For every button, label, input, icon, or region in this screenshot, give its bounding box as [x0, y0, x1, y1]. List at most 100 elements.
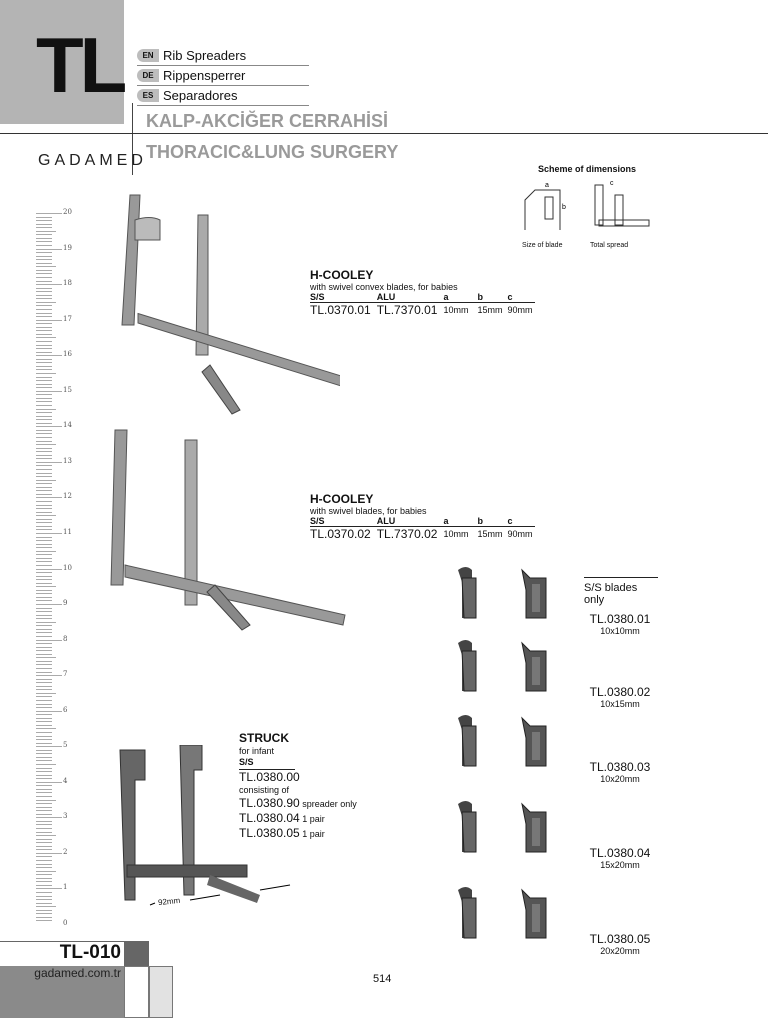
col-header: a [443, 516, 478, 527]
ruler-tick [36, 273, 52, 275]
h-cooley-convex-image [121, 194, 340, 415]
blade-image [458, 801, 547, 853]
lang-name: Rib Spreaders [163, 48, 247, 63]
ruler-label: 3 [63, 812, 68, 821]
total-spread-label: Total spread [590, 242, 629, 249]
ruler-tick [36, 614, 52, 616]
ruler-tick [36, 547, 52, 549]
col-header: S/S [239, 757, 295, 770]
ruler-tick [36, 248, 62, 250]
ruler-tick [36, 532, 62, 534]
divider [132, 103, 133, 175]
product-h-cooley: H-COOLEY with swivel blades, for babies … [310, 492, 536, 541]
col-header: ALU [376, 516, 444, 527]
ruler-tick [36, 792, 52, 794]
ruler-tick [36, 888, 62, 890]
ruler-tick [36, 461, 62, 463]
ruler-tick [36, 525, 52, 527]
ruler-tick [36, 707, 52, 709]
ruler-tick [36, 909, 52, 911]
ruler-tick [36, 678, 52, 680]
ruler-tick [36, 419, 52, 421]
ruler-tick [36, 220, 52, 222]
ruler-tick [36, 860, 52, 861]
ruler-tick [36, 611, 52, 613]
ruler-tick [36, 895, 52, 897]
product-desc: with swivel blades, for babies [310, 506, 427, 516]
col-header: c [507, 516, 536, 527]
ruler-tick [36, 717, 52, 719]
ruler-tick [36, 600, 52, 602]
ruler-tick [36, 653, 52, 655]
ruler-tick [36, 429, 52, 431]
ruler-tick [36, 223, 52, 225]
ruler-tick [36, 500, 52, 502]
ruler-tick [36, 867, 52, 869]
ruler-tick [36, 362, 52, 364]
ruler-tick [36, 852, 62, 854]
ruler-tick [36, 735, 52, 737]
ruler-tick [36, 486, 52, 488]
ruler-tick [36, 287, 52, 289]
footer-block [124, 966, 149, 1018]
ruler-tick [36, 675, 62, 677]
ruler-tick [36, 842, 52, 844]
blade-item: TL.0380.05 20x20mm [570, 932, 670, 956]
ruler-tick [36, 902, 52, 904]
ruler-tick [36, 294, 52, 296]
product-struck: STRUCK for infant S/S TL.0380.00 consist… [239, 731, 357, 841]
blade-size-label: Size of blade [522, 242, 563, 249]
section-code: TL [36, 21, 127, 109]
blade-image [458, 887, 547, 939]
ruler-tick [36, 799, 56, 801]
ruler-tick [36, 771, 52, 773]
blade-image [458, 640, 547, 692]
ruler-label: 14 [63, 421, 72, 430]
ruler-tick [36, 660, 52, 662]
ruler-tick [36, 394, 52, 396]
ruler-tick [36, 831, 52, 833]
ruler-label: 2 [63, 847, 68, 856]
ruler-tick [36, 276, 52, 278]
logo: GADAMED [38, 152, 147, 169]
ruler-tick [36, 636, 52, 638]
ruler-tick [36, 742, 52, 744]
ruler-tick [36, 739, 52, 741]
ruler-tick [36, 689, 52, 691]
ruler-tick [36, 838, 52, 840]
footer-block [124, 941, 149, 967]
lang-code: DE [137, 69, 159, 82]
ruler-tick [36, 280, 52, 282]
blade-code: TL.0380.01 [589, 612, 651, 626]
part-code: TL.0380.90 [239, 795, 300, 810]
ruler-tick [36, 664, 52, 666]
blade-size: 10x20mm [600, 774, 640, 784]
ruler-tick [36, 913, 52, 915]
ruler-label: 5 [63, 741, 68, 750]
ruler-tick [36, 899, 52, 901]
ruler-tick [36, 774, 52, 776]
blade-size: 10x10mm [600, 626, 640, 636]
cell: TL.7370.02 [376, 527, 438, 541]
ruler-tick [36, 269, 52, 271]
divider [0, 133, 768, 134]
product-desc: for infant [239, 746, 275, 756]
ruler-tick [36, 856, 52, 858]
ruler-tick [36, 305, 52, 307]
ruler-tick [36, 301, 56, 303]
col-header: S/S [310, 292, 377, 303]
ruler-tick [36, 483, 52, 485]
col-header: a [443, 292, 478, 303]
ruler-tick [36, 778, 52, 780]
ruler-tick [36, 920, 52, 922]
ruler-label: 18 [63, 279, 72, 288]
ruler-tick [36, 511, 52, 513]
ruler-tick [36, 244, 52, 246]
ruler-tick [36, 824, 52, 826]
ruler-tick [36, 703, 52, 705]
ruler-tick [36, 835, 56, 837]
